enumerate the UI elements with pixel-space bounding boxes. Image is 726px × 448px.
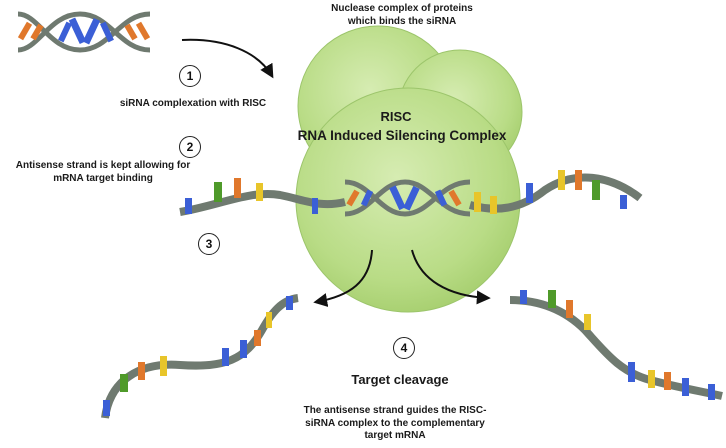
step-2-marker: 2: [179, 136, 201, 158]
risc-complex: [295, 25, 523, 313]
step-4-marker: 4: [393, 337, 415, 359]
complexation-label: siRNA complexation with RISC: [119, 98, 267, 109]
cleavage-label: Target cleavage: [351, 372, 449, 387]
guides-label: The antisense strand guides the RISC-siR…: [303, 405, 487, 441]
target-mrna-upper: [179, 170, 643, 216]
nuclease-label: Nuclease complex of proteins which binds…: [331, 3, 473, 27]
arrow-complexation: [181, 38, 274, 79]
arrow-cleavage-left: [313, 249, 373, 307]
risc-full-name: RNA Induced Silencing Complex: [297, 128, 507, 143]
arrow-cleavage-right: [411, 249, 491, 305]
step-3-marker: 3: [198, 233, 220, 255]
step-1-marker: 1: [179, 65, 201, 87]
risc-title: RISC: [380, 109, 412, 124]
cleaved-fragment-right: [509, 290, 723, 400]
sirna-duplex-free: [17, 11, 151, 53]
cleaved-fragment-left: [101, 294, 299, 419]
sirna-in-risc: [344, 179, 471, 217]
antisense-label: Antisense strand is kept allowing for mR…: [15, 160, 191, 184]
